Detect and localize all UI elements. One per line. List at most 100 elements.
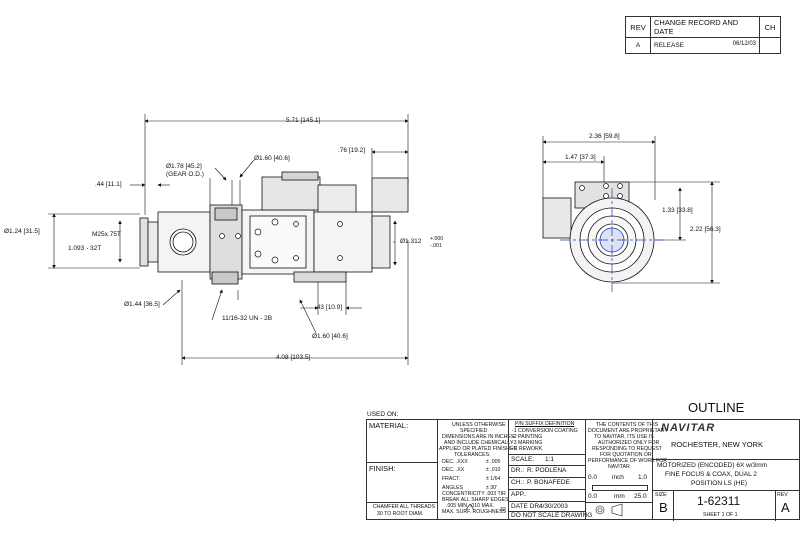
max-surf-label: MAX. SURF. ROUGHNESS [442,509,506,515]
roughness-symbol [465,503,475,511]
no-scale-note: DO NOT SCALE DRAWING [511,512,593,519]
prop-line-2: DOCUMENT ARE PROPRIETARY [588,428,668,434]
description-line-3: POSITION LS (HE) [691,480,747,487]
lens-side-view [139,171,409,285]
break-edges-value: .005 MIN. .010 MAX. [446,503,495,509]
proprietary-block: THE CONTENTS OF THIS DOCUMENT ARE PROPRI… [585,419,668,520]
prop-line-8: NAVITAR [608,464,630,470]
dim-044: .44 [11.1] [95,181,122,188]
mm-scale-end: 25.0 [634,493,647,500]
dim-143: Ø1.44 [36.5] [124,301,160,308]
drawing-title: OUTLINE [688,400,745,415]
approvals-block: P/N SUFFIX DEFINITION -1 CONVERSION COAT… [508,419,592,520]
chamfer-value: 30 TO ROOT DIAM. [377,511,424,517]
tol-val-4: ± 30' [486,485,498,491]
description-line-2: FINE FOCUS & COAX, DUAL 2 [665,471,757,478]
inch-scale-unit: inch [612,474,624,481]
dim-end-width: 2.36 [59.8] [589,133,620,140]
rev-label: REV [777,492,788,498]
change-text: RELEASE [654,42,684,49]
ch-value [759,37,781,54]
pn-suffix-title: P/N SUFFIX DEFINITION [515,421,575,427]
tolerances-block: UNLESS OTHERWISE SPECIFIED DIMENSIONS AR… [437,419,517,520]
side-view-screws [219,218,343,264]
dim-right-tol-minus: -.001 [430,243,442,249]
dim-043: .43 [10.9] [315,304,343,311]
size-label: SIZE [655,492,667,498]
dim-overall-length: 5.71 [145.1] [286,117,321,124]
size-value: B [659,500,668,515]
dim-end-147: 1.47 [37.3] [565,154,596,161]
drawn-label: DR.: [511,467,524,474]
lens-end-view [542,181,664,292]
tol-key-3: FRACT. [442,476,461,482]
concentricity: CONCENTRICITY .003 TIR [442,491,506,497]
dim-end-222: 2.22 [56.3] [690,226,721,233]
description-line-1: MOTORIZED (ENCODED) 6X w/3mm [657,462,768,469]
pn-item-4: -R REWORK [512,446,543,452]
dim-gear-od: Ø1.78 [45.2] [166,163,202,170]
rev-value-title: A [781,500,790,515]
pn-item-2: -2 PAINTING [512,434,543,440]
tol-val-3: ± 1/64 [486,476,501,482]
dim-top-dia: Ø1.60 [40.6] [254,155,290,162]
checked-label: CH.: [511,479,524,486]
chamfer-label: CHAMFER ALL THREADS [373,504,435,510]
tol-val-2: ± .010 [486,467,501,473]
material-label: MATERIAL: [369,421,409,430]
company-logo: NAVITAR [661,422,716,434]
tol-val-1: ± .005 [486,459,501,465]
tol-key-2: DEC. .XX [442,467,465,473]
date-drawn-label: DATE DR.: [511,503,543,510]
prop-line-6: FOR QUOTATION OR [600,452,652,458]
tolerances-label: TOLERANCES: [454,452,491,458]
checked-value: P. BONAFEDE [527,479,570,486]
dim-thread-11-16: 11/16-32 UN - 2B [222,315,273,322]
dim-thread-m25: M25x.75T [92,231,121,238]
dim-right-dia: Ø1.312 [400,238,422,245]
mm-scale-unit: mm [614,493,625,500]
approved-label: APP.: [511,491,527,498]
unless-line-2: SPECIFIED [460,428,488,434]
unless-line-1: UNLESS OTHERWISE [452,422,506,428]
date-drawn-value: 4/30/2003 [539,503,568,510]
dimension-lines [48,114,409,365]
break-edges: BREAK ALL SHARP EDGES [442,497,509,503]
dim-end-133: 1.33 [33.8] [662,207,693,214]
prop-line-1: THE CONTENTS OF THIS [596,422,659,428]
inch-scale-start: 0.0 [588,474,598,481]
dim-076: .76 [19.2] [338,147,366,154]
projection-symbol [595,503,623,517]
tol-key-1: DEC. .XXX [442,459,468,465]
pn-item-1: -1 CONVERSION COATING [512,428,578,434]
used-on-label: USED ON: [367,411,399,418]
end-view-screws [579,183,623,199]
change-date: 06/12/03 [732,41,756,47]
mm-scale-start: 0.0 [588,493,598,500]
inch-scale-end: 1.0 [638,474,648,481]
max-surf-value: 32 [500,507,506,513]
unless-line-5: APPLIED OR PLATED FINISHES [439,446,517,452]
tol-key-4: ANGLES [442,485,464,491]
dim-left-dia: Ø1.24 [31.5] [4,228,40,235]
revision-table: REV CHANGE RECORD AND DATE CH A RELEASE … [625,16,781,54]
change-record-value: RELEASE 06/12/03 [650,37,760,54]
title-company-block: NAVITAR ROCHESTER, NEW YORK MOTORIZED (E… [652,419,800,521]
scale-bar [592,485,648,491]
drawing-number: 1-62311 [697,494,741,508]
company-location: ROCHESTER, NEW YORK [671,440,763,449]
material-finish-block: MATERIAL: FINISH: CHAMFER ALL THREADS 30… [366,419,438,520]
prop-line-4: AUTHORIZED ONLY FOR [598,440,660,446]
sheet-number: SHEET 1 OF 1 [703,512,738,518]
finish-label: FINISH: [369,464,396,473]
scale-label: SCALE: [511,456,535,463]
dim-bottom-dia: Ø1.60 [40.6] [312,333,348,340]
dim-right-tol-plus: +.000 [430,236,444,242]
unless-line-3: DIMENSIONS ARE IN INCHES [442,434,515,440]
prop-line-5: RESPONDING TO REQUEST [592,446,662,452]
dim-bottom-length: 4.08 [103.5] [276,354,311,361]
prop-line-7: PERFORMANCE OF WORK FOR [588,458,667,464]
prop-line-3: TO NAVITAR, ITS USE IS [594,434,654,440]
unless-line-4: AND INCLUDE CHEMICALLY [444,440,514,446]
